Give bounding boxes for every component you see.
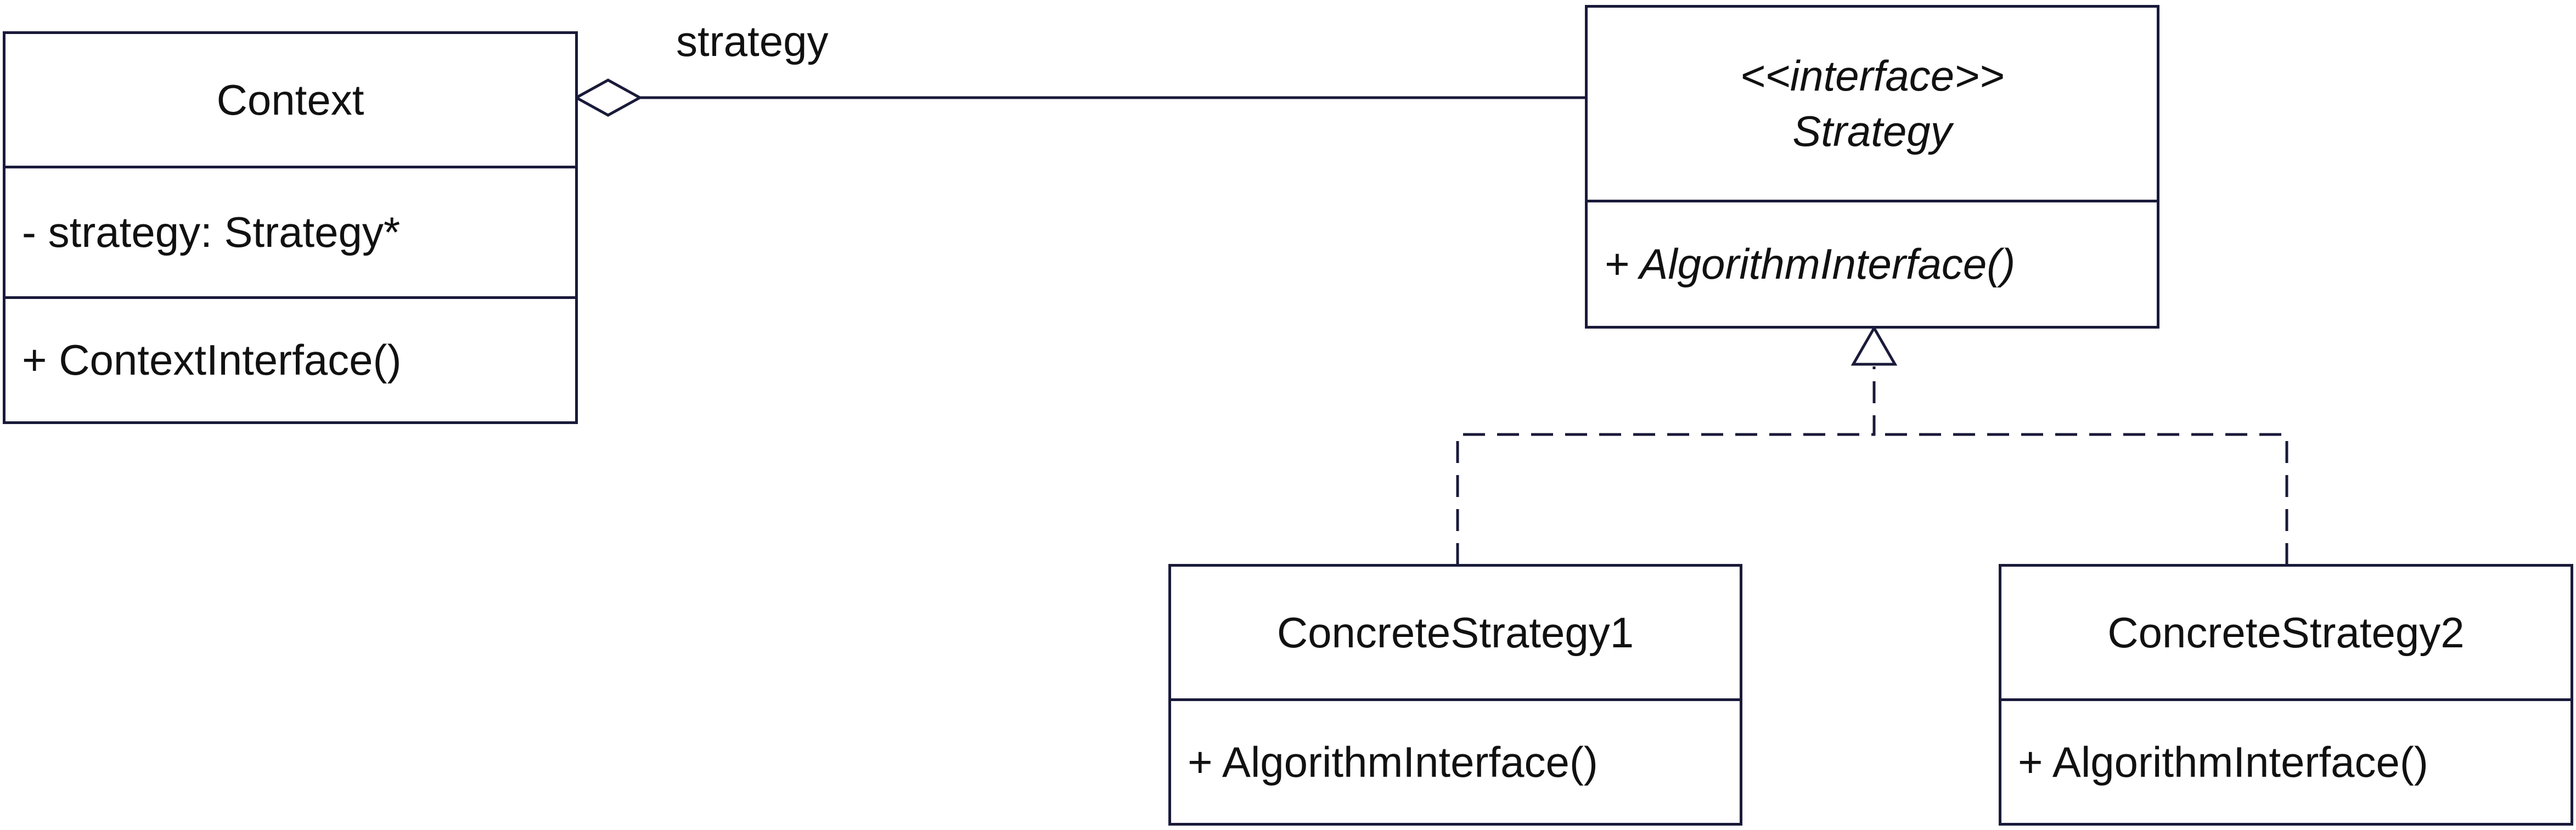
- class-concrete-strategy-1: ConcreteStrategy1 + AlgorithmInterface(): [1168, 564, 1742, 826]
- class-concrete-strategy-1-name: ConcreteStrategy1: [1276, 608, 1634, 657]
- class-concrete-strategy-1-operations: + AlgorithmInterface(): [1171, 698, 1740, 823]
- class-context-operation: + ContextInterface(): [22, 336, 402, 384]
- realization-triangle-icon: [1851, 325, 1898, 366]
- class-concrete-strategy-2-operation: + AlgorithmInterface(): [2018, 737, 2428, 786]
- class-context-attribute: - strategy: Strategy*: [22, 208, 401, 256]
- class-concrete-strategy-1-name-compartment: ConcreteStrategy1: [1171, 567, 1740, 698]
- interface-strategy: <<interface>> Strategy + AlgorithmInterf…: [1585, 5, 2159, 329]
- class-context-name-compartment: Context: [5, 34, 575, 166]
- realization-line-concrete1: [1456, 366, 1876, 565]
- class-concrete-strategy-2-name: ConcreteStrategy2: [2107, 608, 2465, 657]
- class-context: Context - strategy: Strategy* + ContextI…: [3, 31, 578, 424]
- class-context-name: Context: [216, 75, 364, 124]
- class-concrete-strategy-1-operation: + AlgorithmInterface(): [1188, 737, 1598, 786]
- class-concrete-strategy-2: ConcreteStrategy2 + AlgorithmInterface(): [1999, 564, 2573, 826]
- association-role-label: strategy: [676, 17, 829, 65]
- class-concrete-strategy-2-name-compartment: ConcreteStrategy2: [2001, 567, 2571, 698]
- interface-strategy-name: Strategy: [1792, 107, 1952, 155]
- class-context-operations: + ContextInterface(): [5, 296, 575, 421]
- interface-strategy-name-compartment: <<interface>> Strategy: [1588, 8, 2157, 200]
- interface-strategy-stereotype: <<interface>>: [1740, 51, 2005, 100]
- aggregation-diamond-icon: [573, 78, 643, 117]
- class-context-attributes: - strategy: Strategy*: [5, 166, 575, 296]
- class-concrete-strategy-2-operations: + AlgorithmInterface(): [2001, 698, 2571, 823]
- interface-strategy-operations: + AlgorithmInterface(): [1588, 200, 2157, 326]
- interface-strategy-operation: + AlgorithmInterface(): [1604, 240, 2016, 288]
- realization-line-concrete2: [1874, 433, 2288, 565]
